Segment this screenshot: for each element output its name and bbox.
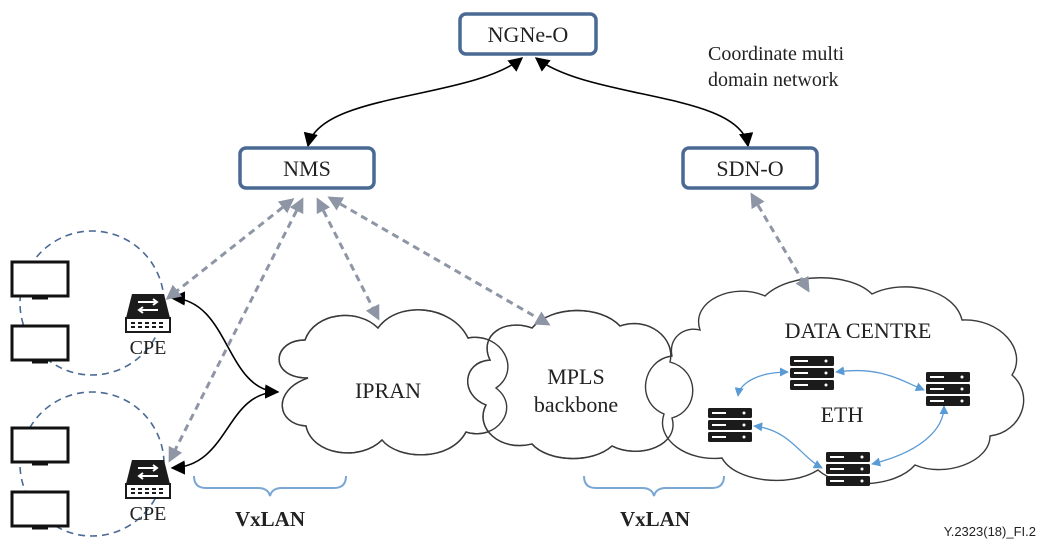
nms-cpe-bottom-control [168,197,304,463]
eth-link-4 [871,405,949,467]
mpls-label-line-1: MPLS [547,364,604,389]
annotation-line-1: Coordinate multi [708,43,845,65]
server-icon [708,408,752,442]
cpe-bottom-ipran-link [170,391,279,475]
data-centre-label: DATA CENTRE [785,318,932,343]
cpe-bottom-label: CPE [130,503,167,525]
monitor-icon [10,260,70,300]
ngne-o-label: NGNe-O [488,22,569,47]
nms-ipran-control [316,197,380,321]
vxlan-left-label: VxLAN [235,507,305,531]
annotation-line-2: domain network [708,69,839,91]
eth-link-1 [734,367,789,397]
nms-label: NMS [283,156,331,181]
monitor-icon [10,490,70,530]
mpls-cloud-outline [467,309,694,460]
ngne-o-box [458,12,598,56]
cpe-top-ipran-link [170,291,280,399]
server-icon [826,452,870,486]
nms-cpe-top-control [165,198,295,300]
ngne-o-sdn-o-link [534,57,754,148]
nms-mpls-control [327,196,551,326]
vxlan-right-brace [583,475,725,497]
nms-box [238,146,376,190]
mpls-label-line-2: backbone [534,392,618,417]
sdn-o-label: SDN-O [716,156,783,181]
vxlan-left-brace [193,475,347,497]
monitor-icon [10,324,70,364]
eth-link-3 [753,422,823,469]
server-icon [790,356,834,390]
cpe-top-label: CPE [130,337,167,359]
server-icon [926,372,970,406]
vxlan-right-label: VxLAN [620,507,690,531]
sdn-o-box [681,146,819,190]
monitor-icon [10,426,70,466]
cpe-router-icon [125,294,171,333]
ngne-o-nms-link [303,57,524,148]
cpe-router-icon [125,460,171,499]
sdn-o-data-centre-control [750,192,810,293]
eth-link-2 [835,366,925,392]
figure-id: Y.2323(18)_FI.2 [944,524,1036,539]
ipran-label: IPRAN [355,378,421,403]
eth-label: ETH [821,402,864,427]
ipran-cloud-outline [278,309,509,456]
